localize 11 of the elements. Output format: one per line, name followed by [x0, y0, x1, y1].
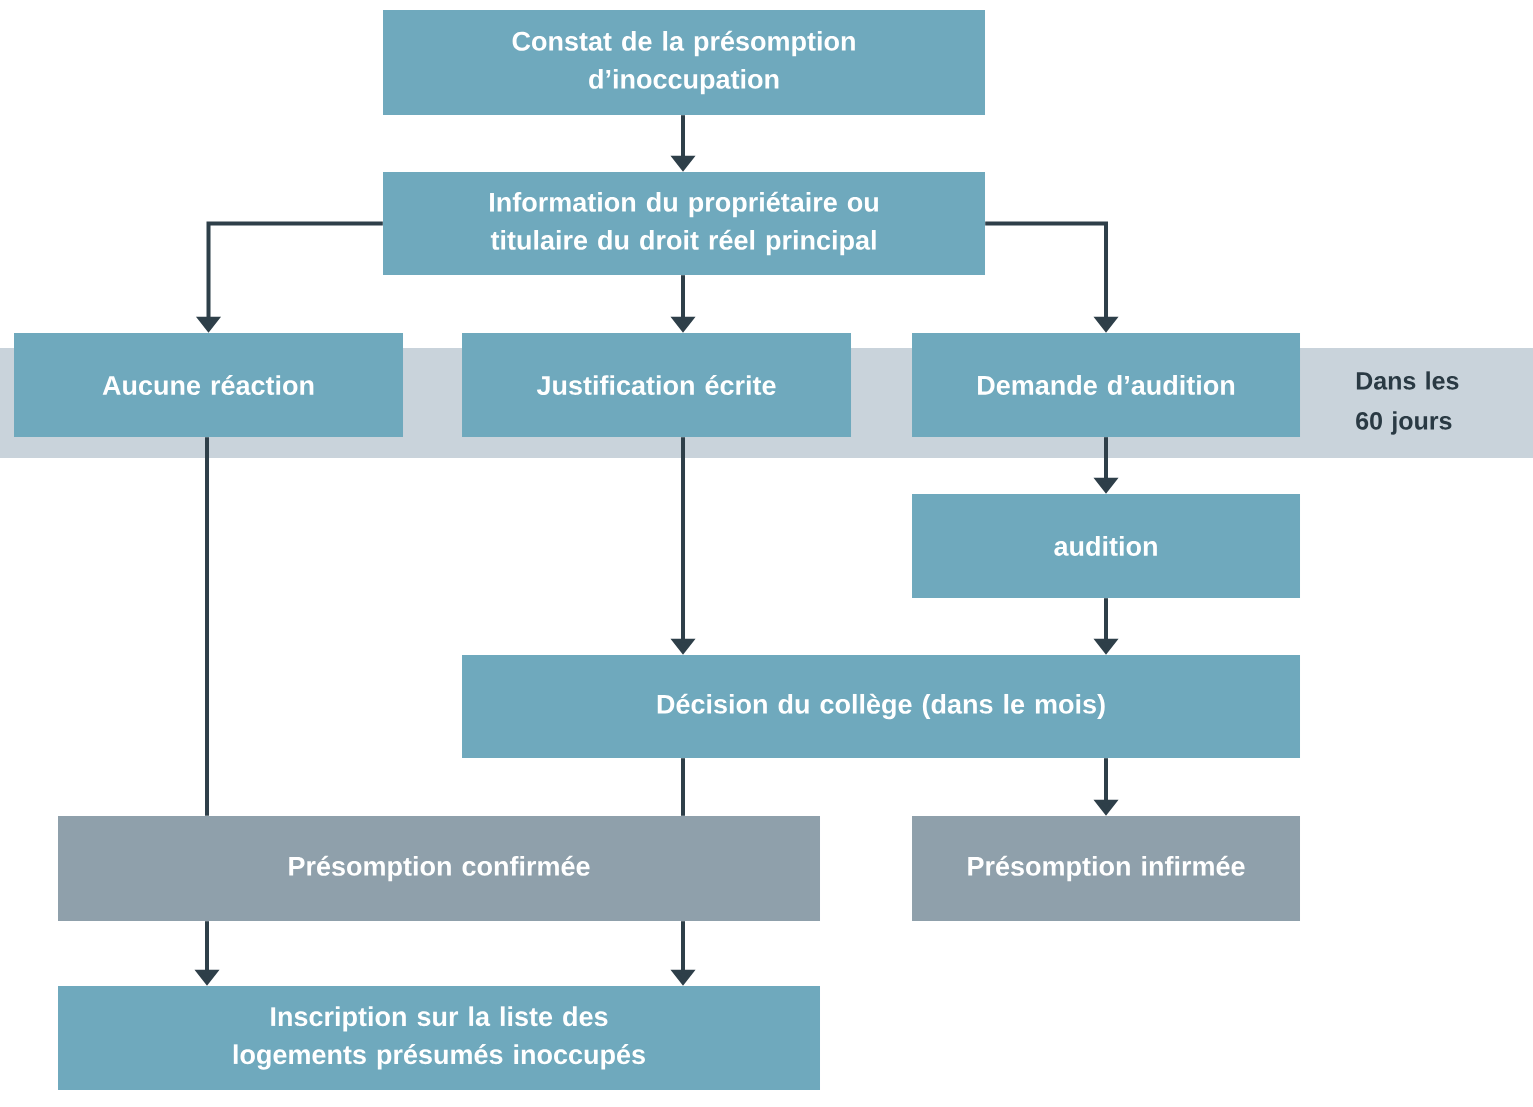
result-box: Présomption confirmée: [58, 816, 820, 921]
process-box: Demande d’audition: [912, 333, 1300, 437]
process-box: Justification écrite: [462, 333, 851, 437]
process-box: audition: [912, 494, 1300, 598]
process-box: Information du propriétaire ou titulaire du droit réel principal: [383, 172, 985, 275]
process-box: Aucune réaction: [14, 333, 403, 437]
process-box: Décision du collège (dans le mois): [462, 655, 1300, 758]
process-box: Inscription sur la liste des logements présumés inoccupés: [58, 986, 820, 1090]
process-box: Constat de la présomption d’inoccupation: [383, 10, 985, 115]
result-box: Présomption infirmée: [912, 816, 1300, 921]
band-label: Dans les 60 jours: [1356, 371, 1459, 435]
